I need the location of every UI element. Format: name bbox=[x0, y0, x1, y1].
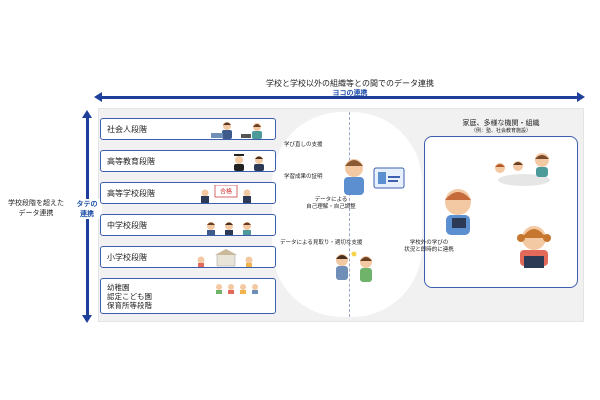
self-reflection-line1: データによる bbox=[314, 197, 348, 203]
right-box-subtitle: （例：塾、社会教育施設） bbox=[470, 128, 531, 134]
horizontal-arrow-line bbox=[100, 96, 578, 99]
external-organizations-box bbox=[424, 136, 578, 288]
vertical-sub-line1: タテの bbox=[76, 200, 98, 208]
stage-high-school: 高等学校段階 合格 bbox=[100, 182, 276, 204]
family-table-icon bbox=[495, 153, 550, 186]
student-with-data-icon bbox=[344, 159, 405, 195]
stage-label: 中学校段階 bbox=[107, 220, 147, 230]
note-external-learning: 学校外の学びの 状況と即時的に連携 bbox=[396, 240, 462, 254]
stage-higher-education: 高等教育段階 bbox=[100, 150, 276, 172]
passing-students-icon: 合格 bbox=[201, 185, 251, 203]
vertical-arrow-sublabel: タテの 連携 bbox=[72, 199, 102, 219]
center-cloud bbox=[272, 112, 422, 317]
elementary-students-icon bbox=[197, 249, 253, 267]
stage-label: 幼稚園 認定こども園 保育所等段階 bbox=[107, 282, 152, 310]
adults-working-icon bbox=[211, 122, 262, 139]
stage-label: 小学校段階 bbox=[107, 252, 147, 262]
kindergarten-children-icon bbox=[216, 284, 258, 294]
note-data-support: データによる見取り・適切な支援 bbox=[280, 240, 363, 246]
stage-label: 高等教育段階 bbox=[107, 156, 155, 166]
note-achievement-proof: 学習成果の証明 bbox=[284, 174, 323, 180]
teacher-student-icon bbox=[336, 251, 372, 282]
self-reflection-line2: 自己理解・自己調整 bbox=[306, 204, 356, 210]
stage-kindergarten: 幼稚園 認定こども園 保育所等段階 bbox=[100, 278, 276, 314]
stage-working-adult: 社会人段階 bbox=[100, 118, 276, 140]
right-box-title: 家庭、多様な機関・組織 bbox=[462, 119, 540, 127]
stage-label: 高等学校段階 bbox=[107, 188, 155, 198]
center-divider bbox=[349, 112, 350, 317]
child-with-tablet-icon bbox=[445, 189, 471, 235]
external-line2: 状況と即時的に連携 bbox=[404, 247, 454, 253]
horizontal-arrow-title: 学校と学校以外の組織等との間でのデータ連携 bbox=[266, 79, 434, 88]
vertical-title-line1: 学校段階を超えた bbox=[8, 199, 64, 207]
horizontal-arrow-sublabel: ヨコの連携 bbox=[332, 89, 368, 97]
external-line1: 学校外の学びの bbox=[409, 240, 449, 246]
stage-elementary: 小学校段階 bbox=[100, 246, 276, 268]
vertical-arrow-title: 学校段階を超えた データ連携 bbox=[2, 198, 70, 218]
vertical-arrow-bottom-head bbox=[82, 315, 92, 323]
note-learning-support: 学び直しの支援 bbox=[284, 142, 323, 148]
stage-junior-high: 中学校段階 bbox=[100, 214, 276, 236]
horizontal-arrow-right-head bbox=[577, 92, 585, 102]
horizontal-arrow-left-head bbox=[94, 92, 102, 102]
vertical-sub-line2: 連携 bbox=[80, 210, 94, 218]
stage-label: 社会人段階 bbox=[107, 124, 147, 134]
note-self-reflection: データによる 自己理解・自己調整 bbox=[296, 197, 366, 211]
girl-with-laptop-icon bbox=[517, 226, 551, 268]
junior-high-students-icon bbox=[207, 222, 251, 235]
graduates-icon bbox=[234, 154, 264, 171]
vertical-title-line2: データ連携 bbox=[18, 209, 54, 217]
certificate-text: 合格 bbox=[220, 188, 232, 196]
vertical-arrow-top-head bbox=[82, 110, 92, 118]
